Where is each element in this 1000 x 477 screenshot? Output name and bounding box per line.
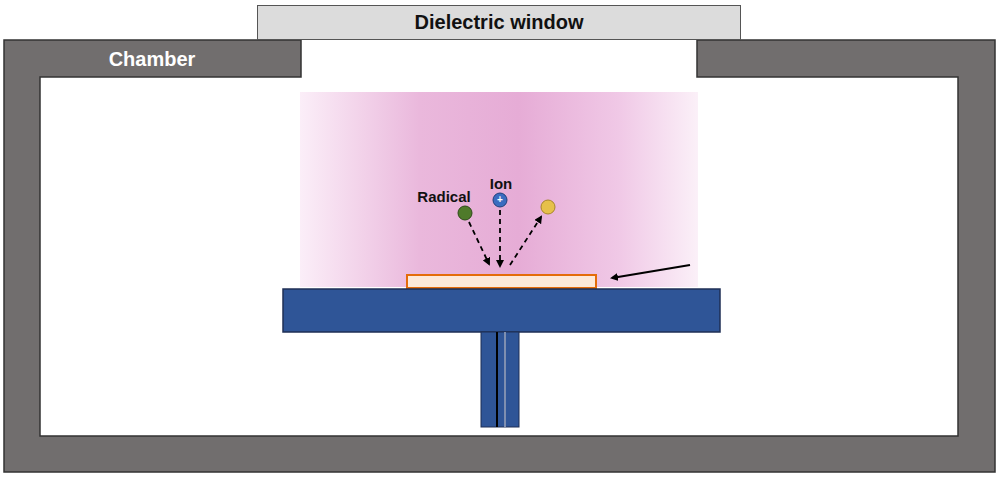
ion-label: Ion <box>490 176 513 191</box>
radical-label: Radical <box>417 189 470 204</box>
chuck <box>283 289 720 332</box>
window-label: Dielectric window <box>415 11 584 34</box>
radical-path <box>469 222 489 264</box>
plasma-glow <box>300 92 698 287</box>
product-particle <box>541 200 555 214</box>
ion-charge: + <box>497 195 503 205</box>
pointer-arrow <box>612 265 690 278</box>
wafer <box>407 275 596 288</box>
stem-line <box>496 332 498 427</box>
ion-particle <box>493 193 507 207</box>
window-box: Dielectric window <box>257 5 741 40</box>
stem-line <box>504 332 506 427</box>
radical-particle <box>458 206 472 220</box>
ion-path <box>499 210 501 266</box>
chuck-stem <box>481 332 519 427</box>
chamber-wall <box>4 40 995 472</box>
chamber-label: Chamber <box>109 49 196 69</box>
product-path <box>510 217 541 265</box>
